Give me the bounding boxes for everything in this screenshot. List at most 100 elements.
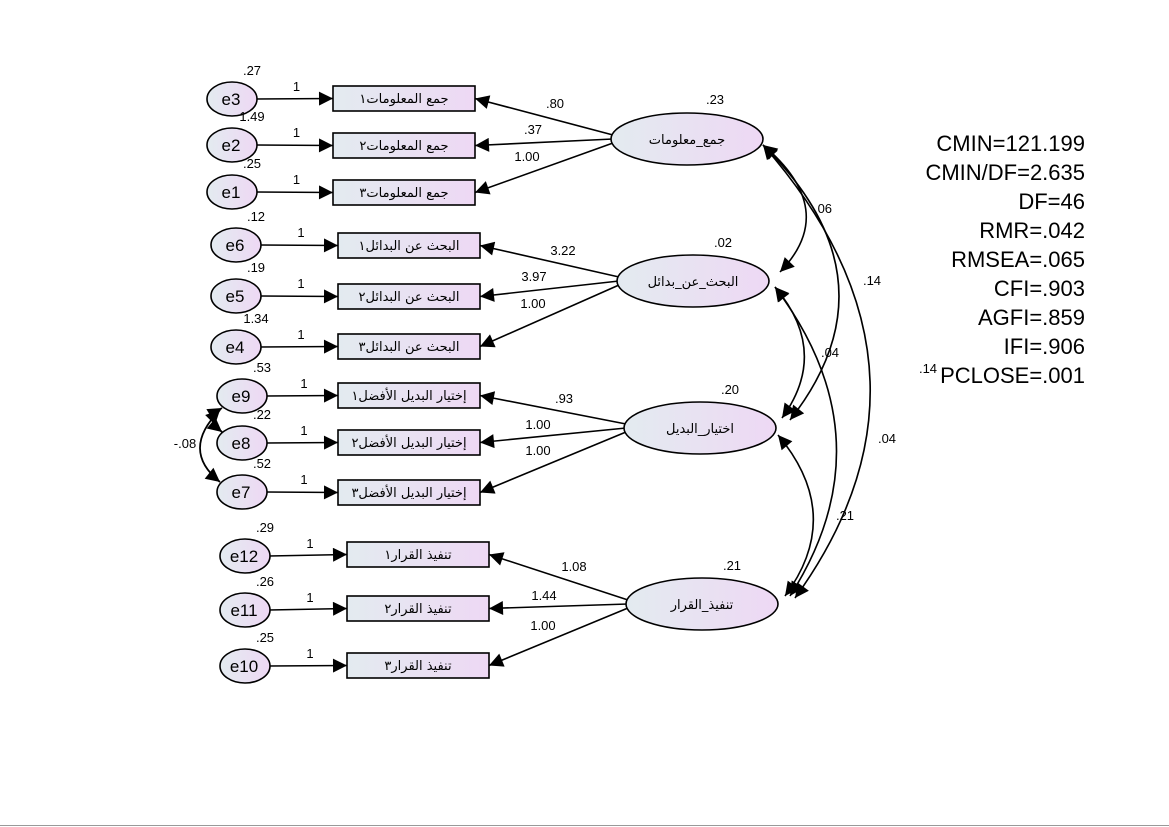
error-path-weight: 1 — [300, 423, 307, 438]
error-term-label: e8 — [232, 434, 251, 453]
error-path-weight: 1 — [300, 376, 307, 391]
latent-variable-ellipse — [625, 577, 779, 631]
latent-variance: .23 — [706, 92, 724, 107]
error-path — [255, 138, 334, 153]
loading-value: 1.00 — [525, 443, 550, 458]
covariance-path — [774, 286, 838, 597]
loading-path — [479, 241, 620, 278]
latent-variable-label: جمع_معلومات — [649, 133, 725, 148]
loading-path — [488, 607, 629, 667]
loading-value: 1.00 — [520, 296, 545, 311]
error-path — [259, 339, 339, 354]
observed-variable-box — [337, 479, 481, 506]
error-path-weight: 1 — [306, 536, 313, 551]
observed-variable-box — [337, 333, 481, 360]
fit-index: CMIN=121.199 — [936, 131, 1085, 156]
error-path — [268, 547, 348, 562]
divider — [0, 825, 1169, 826]
observed-variable-label: إختيار البديل الأفضل٣ — [351, 484, 466, 501]
observed-variable-label: جمع المعلومات٢ — [359, 139, 448, 154]
error-variance: .25 — [256, 630, 274, 645]
error-covariance-path — [199, 409, 221, 483]
observed-variable-label: إختيار البديل الأفضل١ — [351, 387, 466, 404]
covariance-path — [762, 144, 808, 273]
observed-variable-label: البحث عن البدائل٢ — [359, 290, 460, 305]
error-term-ellipse — [216, 474, 268, 510]
error-variance: .12 — [247, 209, 265, 224]
loading-value: 3.22 — [550, 243, 575, 258]
observed-variable-label: إختيار البديل الأفضل٢ — [351, 434, 466, 451]
error-term-label: e3 — [222, 90, 241, 109]
observed-variable-label: تنفيذ القرار٢ — [384, 602, 452, 617]
error-variance: 1.34 — [243, 311, 268, 326]
fit-index: RMR=.042 — [979, 218, 1085, 243]
error-path-weight: 1 — [297, 225, 304, 240]
error-path — [255, 185, 334, 200]
error-term-label: e12 — [230, 547, 258, 566]
error-variance: .52 — [253, 456, 271, 471]
error-term-label: e6 — [226, 236, 245, 255]
loading-path — [474, 142, 614, 195]
error-variance: .29 — [256, 520, 274, 535]
error-term-ellipse — [219, 538, 271, 574]
covariance-value: .14 — [863, 273, 881, 288]
loading-value: 1.00 — [525, 417, 550, 432]
error-path-weight: 1 — [300, 472, 307, 487]
loading-value: .93 — [555, 391, 573, 406]
error-term-ellipse — [210, 329, 262, 365]
loading-value: 1.08 — [561, 559, 586, 574]
loading-value: 1.00 — [530, 618, 555, 633]
loading-path — [479, 280, 620, 302]
fit-index: PCLOSE=.001 — [940, 363, 1085, 388]
loading-path — [479, 427, 627, 449]
error-path — [259, 238, 339, 253]
loading-value: .80 — [546, 96, 564, 111]
observed-variable-box — [332, 85, 476, 112]
error-path — [259, 289, 339, 304]
error-term-ellipse — [206, 81, 258, 117]
latent-variable-label: اختيار_البديل — [666, 422, 734, 437]
error-path — [265, 485, 339, 500]
loading-path — [488, 552, 629, 601]
error-path-weight: 1 — [306, 590, 313, 605]
covariance-value: .04 — [821, 345, 839, 360]
latent-variable-label: البحث_عن_بدائل — [648, 275, 739, 290]
latent-variable-ellipse — [616, 254, 770, 308]
error-term-label: e1 — [222, 183, 241, 202]
error-variance: .27 — [243, 63, 261, 78]
latent-variance: .21 — [723, 558, 741, 573]
fit-index: DF=46 — [1018, 189, 1085, 214]
latent-variance: .02 — [714, 235, 732, 250]
error-term-ellipse — [206, 174, 258, 210]
error-term-ellipse — [219, 648, 271, 684]
observed-variable-label: البحث عن البدائل١ — [359, 239, 460, 254]
covariance-value: .14 — [919, 361, 937, 376]
error-path — [255, 91, 334, 106]
loading-path — [479, 391, 627, 425]
covariance-value: .06 — [814, 201, 832, 216]
error-term-label: e4 — [226, 338, 245, 357]
observed-variable-box — [337, 429, 481, 456]
error-path-weight: 1 — [293, 125, 300, 140]
error-term-ellipse — [216, 378, 268, 414]
observed-variable-label: تنفيذ القرار١ — [384, 548, 452, 563]
error-term-ellipse — [210, 227, 262, 263]
observed-variable-box — [332, 179, 476, 206]
error-covariance-value: -.08 — [174, 436, 196, 451]
error-variance: 1.49 — [239, 109, 264, 124]
loading-path — [474, 95, 614, 136]
covariance-value: .21 — [836, 508, 854, 523]
loading-path — [488, 601, 629, 616]
observed-variable-label: البحث عن البدائل٣ — [359, 340, 460, 355]
error-term-label: e10 — [230, 657, 258, 676]
latent-variable-ellipse — [610, 112, 764, 166]
error-path — [265, 388, 339, 403]
error-path-weight: 1 — [293, 172, 300, 187]
error-term-label: e2 — [222, 136, 241, 155]
loading-value: 1.44 — [531, 588, 556, 603]
observed-variable-box — [346, 541, 490, 568]
observed-variable-label: جمع المعلومات١ — [359, 92, 448, 107]
loading-path — [474, 137, 614, 152]
